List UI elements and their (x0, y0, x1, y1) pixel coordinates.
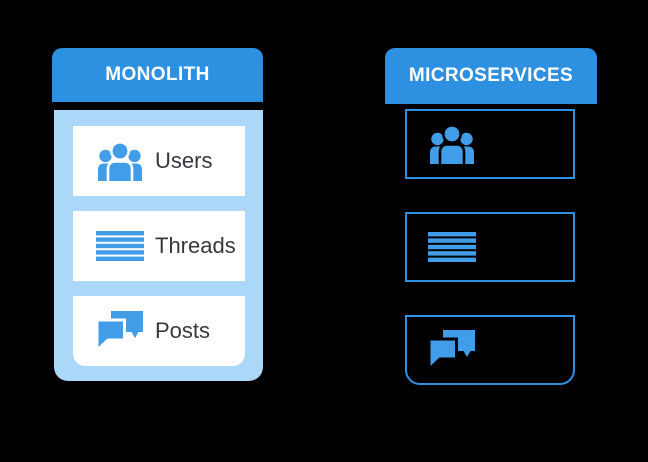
module-label: Users (155, 148, 213, 173)
monolith-header: MONOLITH (52, 48, 263, 102)
module-card-posts: Posts (73, 296, 245, 366)
monolith-title: MONOLITH (105, 64, 210, 85)
threads-icon (427, 232, 477, 262)
posts-icon (427, 330, 477, 370)
users-icon (427, 124, 477, 164)
module-card-threads: Threads (73, 211, 245, 281)
microservices-title: MICROSERVICES (408, 65, 574, 86)
service-box-users (405, 109, 575, 179)
users-icon (95, 141, 145, 181)
service-box-posts (405, 315, 575, 385)
microservices-header: MICROSERVICES (385, 48, 597, 104)
module-label: Posts (155, 318, 211, 343)
posts-icon (95, 311, 145, 351)
threads-icon (95, 231, 145, 261)
service-box-threads (405, 212, 575, 282)
module-card-users: Users (73, 126, 245, 196)
module-label: Threads (155, 233, 236, 258)
